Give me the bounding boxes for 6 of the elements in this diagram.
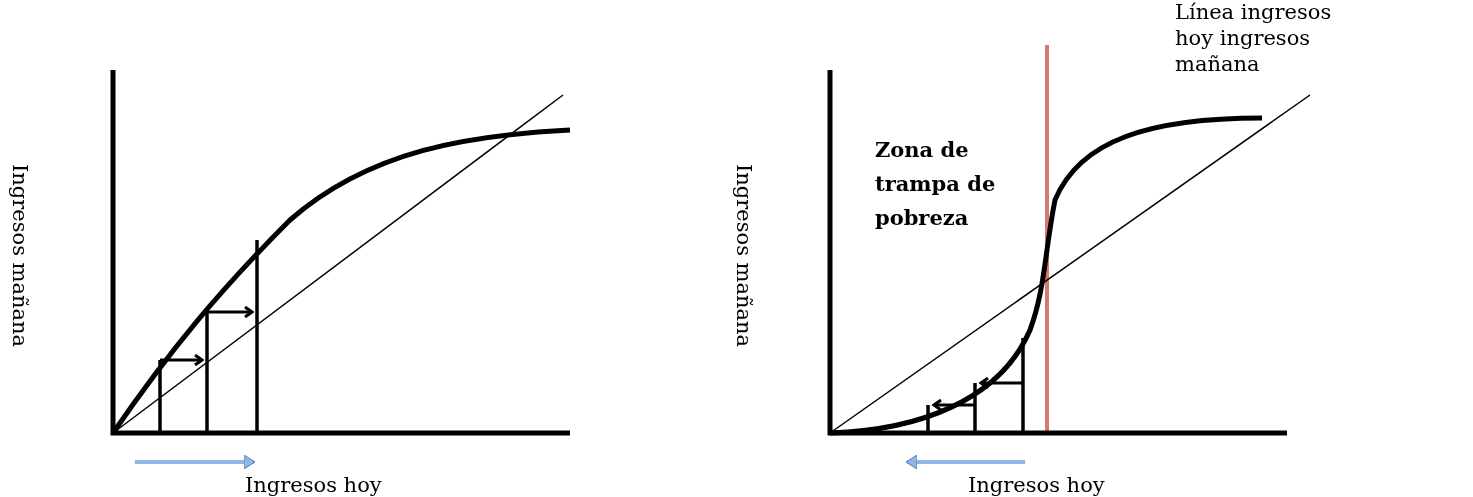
- axis-label: Ingresos hoy: [968, 472, 1105, 497]
- axis-label: Ingresos hoy: [245, 472, 382, 497]
- axis-label: Ingresos mañana: [731, 163, 757, 347]
- line-label: Línea ingresos hoy ingresos mañana: [1175, 0, 1333, 77]
- zone-label: Zona de trampa de pobreza: [875, 136, 997, 232]
- axis-label: Ingresos mañana: [7, 163, 33, 347]
